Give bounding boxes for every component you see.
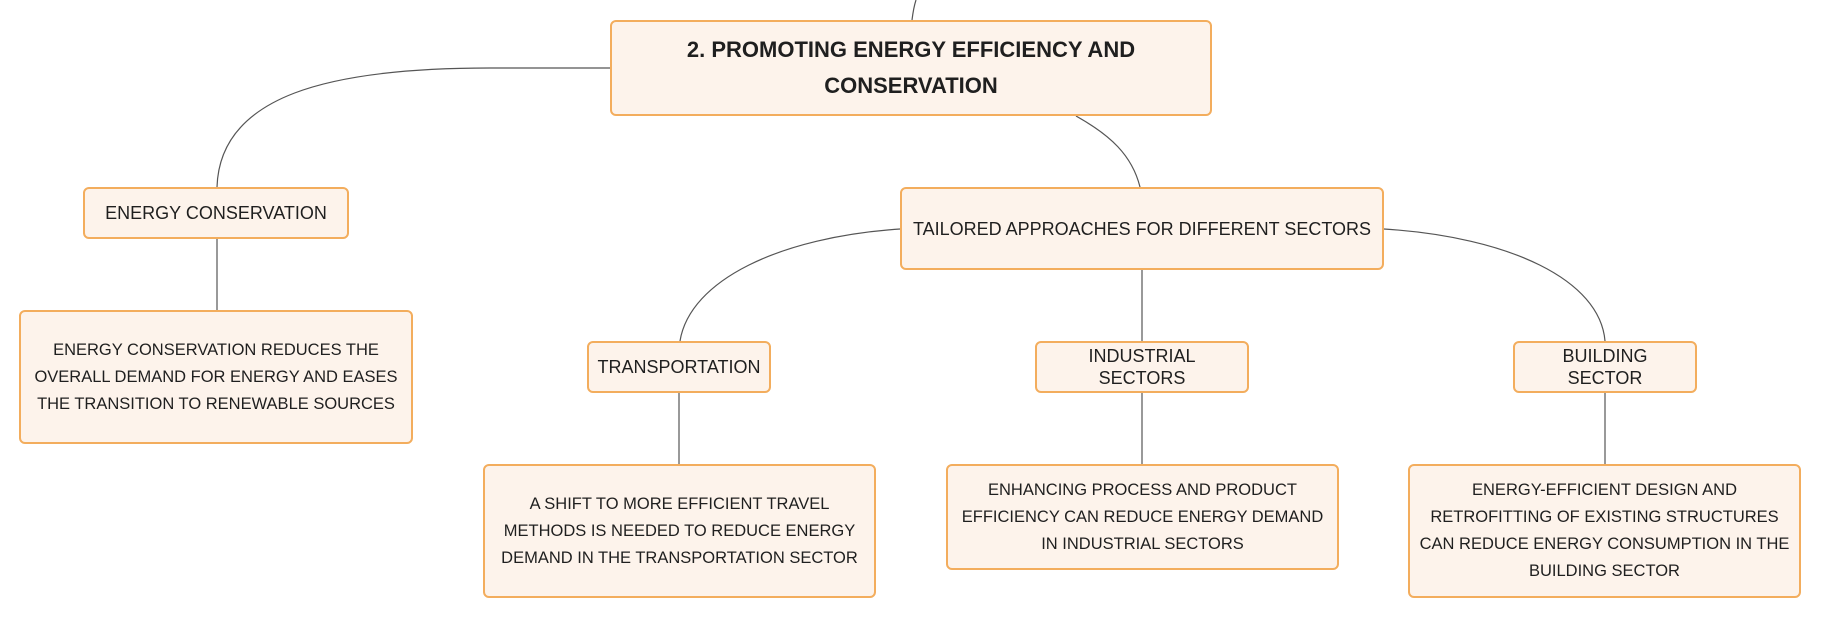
industrial-sectors-detail-text: ENHANCING PROCESS AND PRODUCT EFFICIENCY… [961,480,1324,553]
energy-conservation-node[interactable]: ENERGY CONSERVATION [83,187,349,239]
energy-conservation-detail-text: ENERGY CONSERVATION REDUCES THE OVERALL … [34,340,398,413]
transportation-detail-text: A SHIFT TO MORE EFFICIENT TRAVEL METHODS… [501,494,858,567]
energy-conservation-detail-node[interactable]: ENERGY CONSERVATION REDUCES THE OVERALL … [19,310,413,444]
connector-root-to-energy-conservation [216,67,610,188]
transportation-detail-node[interactable]: A SHIFT TO MORE EFFICIENT TRAVEL METHODS… [483,464,876,598]
transportation-node[interactable]: TRANSPORTATION [587,341,771,393]
root-topic-node[interactable]: 2. PROMOTING ENERGY EFFICIENCY AND CONSE… [610,20,1212,116]
building-sector-detail-node[interactable]: ENERGY-EFFICIENT DESIGN AND RETROFITTING… [1408,464,1801,598]
tailored-approaches-label: TAILORED APPROACHES FOR DIFFERENT SECTOR… [912,218,1372,239]
industrial-sectors-label: INDUSTRIAL SECTORS [1088,346,1196,388]
connector-tailored-to-transportation [679,228,901,342]
industrial-sectors-detail-node[interactable]: ENHANCING PROCESS AND PRODUCT EFFICIENCY… [946,464,1339,570]
connector-tailored-to-building [1383,228,1606,342]
industrial-sectors-node[interactable]: INDUSTRIAL SECTORS [1035,341,1249,393]
transportation-label: TRANSPORTATION [597,357,761,377]
building-sector-detail-text: ENERGY-EFFICIENT DESIGN AND RETROFITTING… [1419,481,1790,580]
energy-conservation-label: ENERGY CONSERVATION [105,203,327,223]
tailored-approaches-node[interactable]: TAILORED APPROACHES FOR DIFFERENT SECTOR… [900,187,1384,270]
connector-parent-to-root [911,0,917,21]
building-sector-label: BUILDING SECTOR [1562,346,1648,388]
root-topic-label: 2. PROMOTING ENERGY EFFICIENCY AND CONSE… [686,37,1136,98]
connector-root-to-tailored [1075,115,1141,188]
building-sector-node[interactable]: BUILDING SECTOR [1513,341,1697,393]
